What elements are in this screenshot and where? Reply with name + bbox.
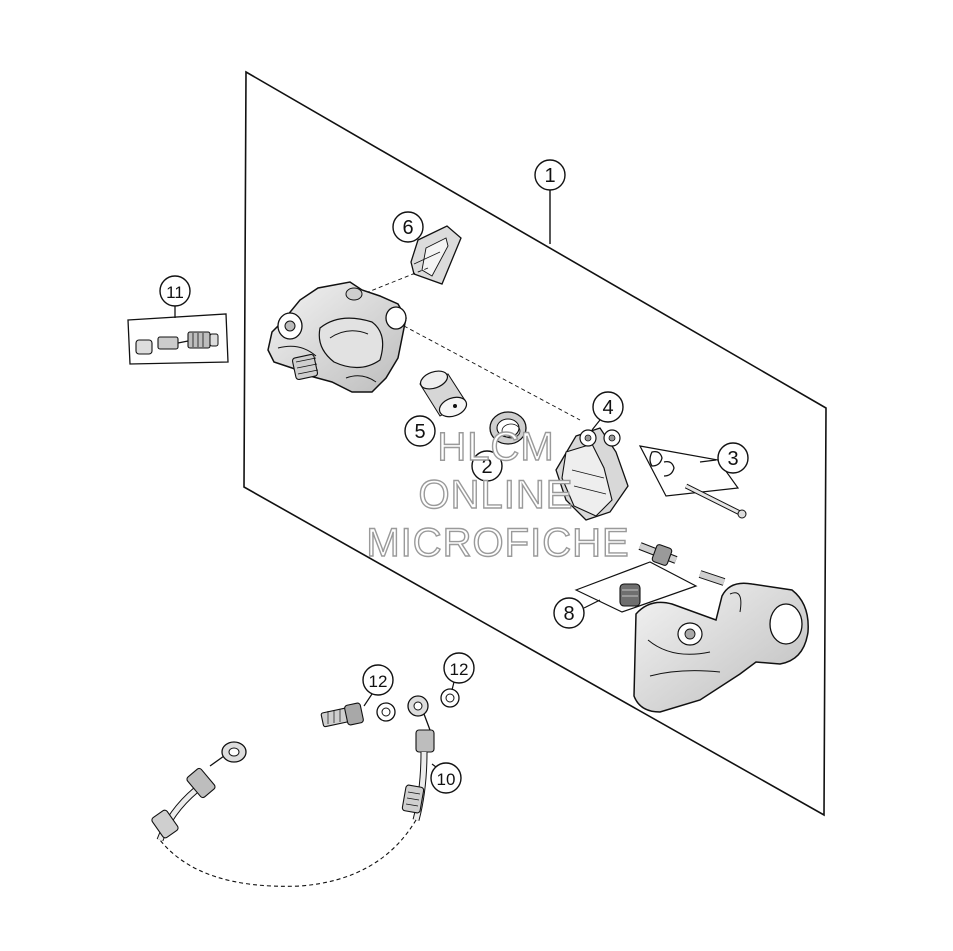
callout-2-label: 2 — [481, 456, 492, 478]
boot-kit-box — [574, 561, 698, 613]
boot-part — [619, 583, 641, 607]
callout-2: 2 — [471, 450, 503, 482]
callout-1: 1 — [534, 159, 566, 191]
callout-5-label: 5 — [414, 421, 425, 443]
piston-part — [419, 370, 468, 418]
brake-hose-part — [151, 695, 435, 887]
washer-b-part — [440, 688, 460, 708]
callout-12a-leader — [363, 693, 373, 707]
watermark-line-1: HLCM — [437, 425, 554, 469]
bleeder-kit-box — [127, 313, 229, 365]
washer-a-part — [376, 702, 396, 722]
callout-3-leader — [699, 459, 717, 463]
callout-3-label: 3 — [727, 448, 738, 470]
caliper-axis-dash-line — [403, 325, 581, 421]
callout-11: 11 — [159, 275, 191, 307]
callout-1-label: 1 — [544, 165, 555, 187]
brake-pads-part — [555, 427, 629, 521]
callout-12b-leader — [451, 681, 455, 691]
caliper-bracket-part — [633, 582, 809, 713]
assembly-panel-outline — [243, 70, 827, 817]
callout-10: 10 — [430, 762, 462, 794]
callout-6-label: 6 — [402, 217, 413, 239]
spring-dash-line — [357, 267, 429, 297]
watermark-line-3: MICROFICHE — [366, 521, 629, 565]
callout-12a: 12 — [362, 664, 394, 696]
callout-8-label: 8 — [563, 603, 574, 625]
banjo-bolt-part — [320, 702, 364, 728]
callout-8: 8 — [553, 597, 585, 629]
caliper-body-part — [267, 281, 407, 393]
pad-spring-part — [410, 225, 462, 285]
callout-5: 5 — [404, 415, 436, 447]
piston-seal-part — [489, 411, 527, 445]
callout-4-leader — [591, 419, 601, 431]
callout-12a-label: 12 — [369, 672, 388, 691]
washer-b-hole — [445, 693, 455, 703]
callout-12b-label: 12 — [450, 660, 469, 679]
callout-11-label: 11 — [166, 283, 184, 302]
callout-6: 6 — [392, 211, 424, 243]
watermark-line-2: ONLINE — [419, 473, 574, 517]
slide-pin-part — [638, 542, 726, 586]
watermark: HLCM ONLINE MICROFICHE — [366, 424, 630, 565]
washer-a-hole — [381, 707, 391, 717]
callout-3: 3 — [717, 442, 749, 474]
callout-4-label: 4 — [602, 397, 613, 419]
callout-12b: 12 — [443, 652, 475, 684]
pin-kit-box — [638, 445, 740, 497]
callout-10-label: 10 — [437, 770, 456, 789]
bleeder-kit-parts — [135, 331, 219, 355]
pin-kit-parts — [649, 450, 747, 519]
callout-4: 4 — [592, 391, 624, 423]
callout-8-leader — [583, 599, 601, 609]
